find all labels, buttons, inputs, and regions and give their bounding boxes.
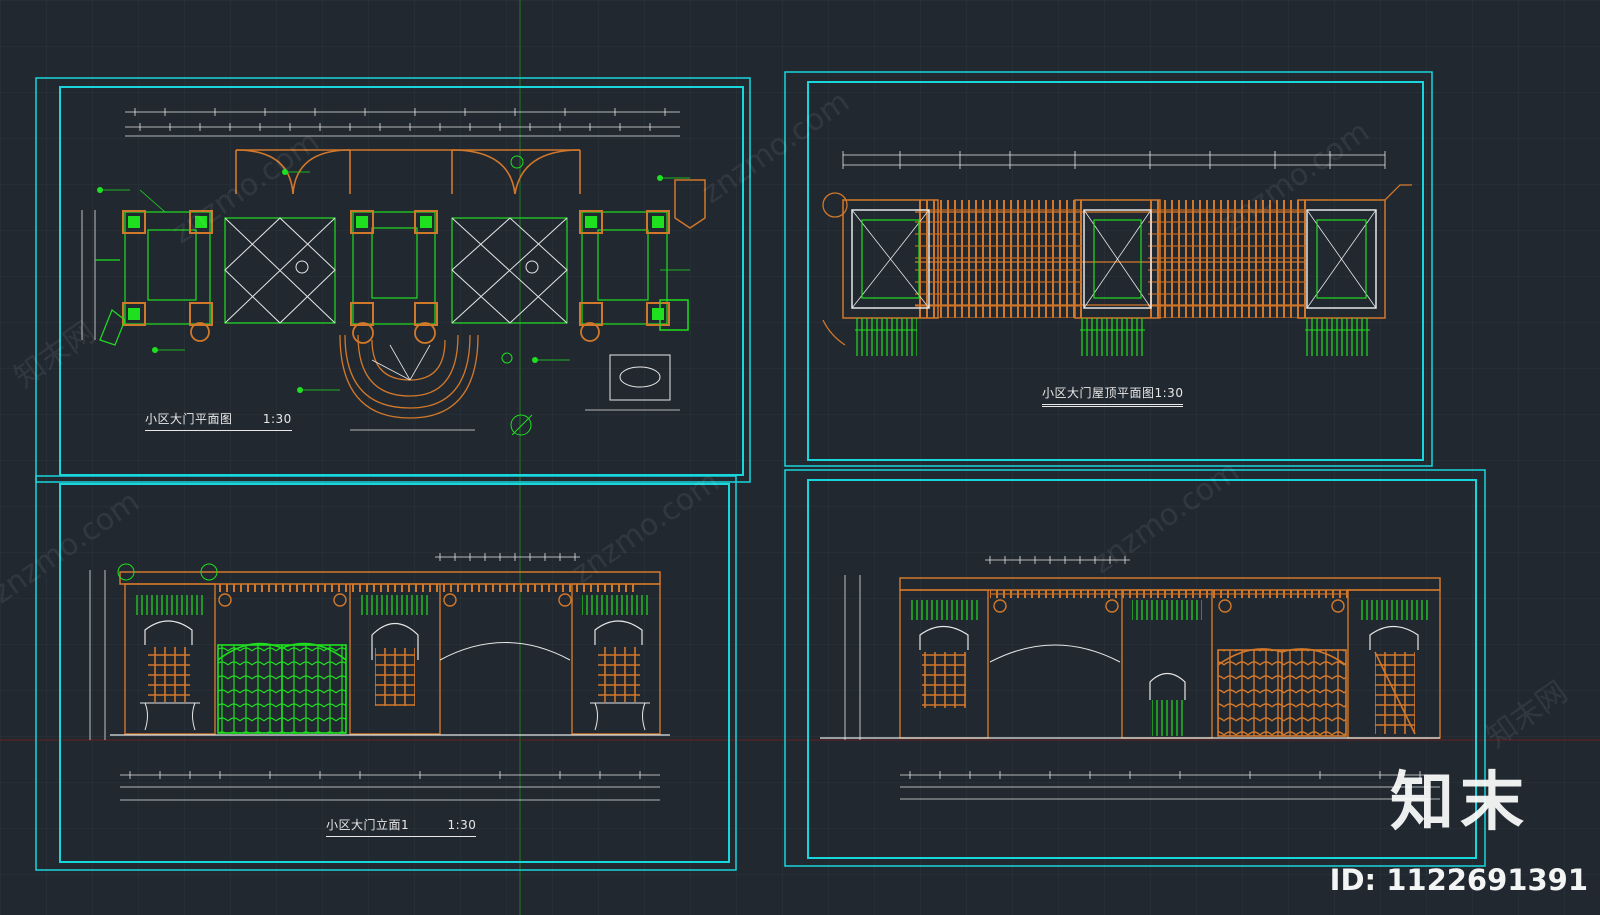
plan-title-text: 小区大门平面图 <box>145 412 233 426</box>
image-id-label: ID: 1122691391 <box>1329 863 1588 897</box>
plan-title: 小区大门平面图 1:30 <box>145 410 292 431</box>
sheet-plan <box>35 77 751 483</box>
roof-title: 小区大门屋顶平面图1:30 <box>1042 384 1184 407</box>
plan-scale: 1:30 <box>262 412 292 426</box>
sheet-elevation-1 <box>35 475 737 871</box>
znzmo-logo: 知末 <box>1390 766 1530 840</box>
sheet-roof-plan <box>784 71 1433 467</box>
roof-title-text: 小区大门屋顶平面图1:30 <box>1042 386 1184 400</box>
sheet-elevation-2 <box>784 469 1486 867</box>
elevation-1-scale: 1:30 <box>447 818 477 832</box>
elevation-1-title: 小区大门立面1 1:30 <box>326 816 477 837</box>
elevation-1-title-text: 小区大门立面1 <box>326 818 410 832</box>
